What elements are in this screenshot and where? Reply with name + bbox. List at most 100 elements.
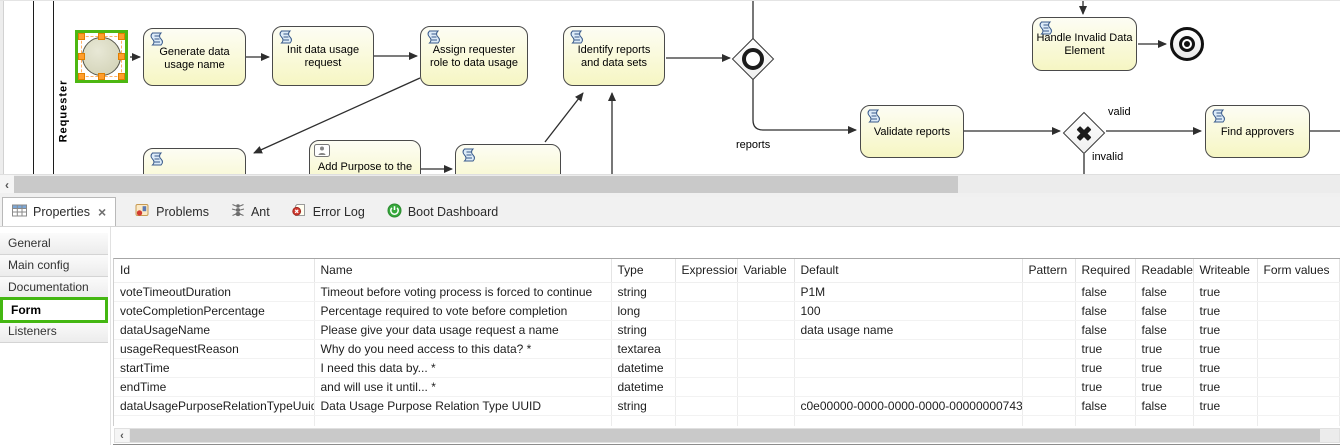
table-horizontal-scrollbar[interactable]: ‹ bbox=[114, 428, 1340, 443]
task-handle-invalid-data[interactable]: Handle Invalid Data Element bbox=[1032, 17, 1137, 71]
cell-form-values bbox=[1257, 301, 1340, 321]
column-header-expression: Expression bbox=[675, 259, 738, 283]
tab-error-log[interactable]: Error Log bbox=[281, 197, 376, 226]
cell-pattern bbox=[1022, 301, 1076, 321]
cell-expression bbox=[675, 282, 738, 302]
scrollbar-thumb[interactable] bbox=[14, 176, 958, 193]
cell-type: long bbox=[611, 301, 676, 321]
view-tabbar: Properties × Problems Ant Error Log bbox=[0, 197, 1340, 227]
task-add-purpose[interactable]: Add Purpose to the bbox=[309, 140, 421, 174]
cell-variable bbox=[737, 282, 795, 302]
resize-handle[interactable] bbox=[78, 52, 85, 60]
task-init-data-usage-request[interactable]: Init data usage request bbox=[272, 26, 374, 86]
cell-expression bbox=[675, 301, 738, 321]
inclusive-gateway[interactable] bbox=[731, 37, 775, 81]
cell-readable: true bbox=[1135, 377, 1194, 397]
cell-default bbox=[794, 339, 1023, 359]
scroll-left-arrow-icon[interactable]: ‹ bbox=[115, 429, 129, 442]
user-task-icon bbox=[314, 144, 330, 161]
task-label: Validate reports bbox=[873, 126, 951, 138]
task-label: Generate data usage name bbox=[159, 46, 230, 71]
tab-properties[interactable]: Properties × bbox=[2, 197, 117, 226]
table-row[interactable]: endTime and will use it until... * datet… bbox=[114, 377, 1340, 397]
cell-expression bbox=[675, 377, 738, 397]
table-row[interactable]: voteCompletionPercentage Percentage requ… bbox=[114, 301, 1340, 321]
properties-sidebar: General Main config Documentation Form L… bbox=[0, 233, 108, 343]
sidebar-item-listeners[interactable]: Listeners bbox=[0, 321, 108, 343]
bpmn-canvas[interactable]: Requester bbox=[0, 1, 1340, 174]
cell-form-values bbox=[1257, 396, 1340, 416]
script-task-icon bbox=[865, 109, 881, 127]
cell-name: Data Usage Purpose Relation Type UUID bbox=[314, 396, 612, 416]
error-log-icon bbox=[292, 203, 307, 220]
cell-name: and will use it until... * bbox=[314, 377, 612, 397]
cell-default bbox=[794, 358, 1023, 378]
task-bottom-right-script[interactable] bbox=[455, 144, 561, 174]
scrollbar-thumb[interactable] bbox=[130, 429, 1320, 442]
start-event-circle[interactable] bbox=[82, 37, 121, 76]
end-event[interactable] bbox=[1170, 27, 1204, 61]
view-sash[interactable] bbox=[0, 193, 1340, 197]
resize-handle[interactable] bbox=[78, 33, 85, 40]
task-validate-reports[interactable]: Validate reports bbox=[860, 105, 964, 158]
cell-type: datetime bbox=[611, 358, 676, 378]
table-row[interactable]: dataUsageName Please give your data usag… bbox=[114, 320, 1340, 340]
table-row[interactable]: voteTimeoutDuration Timeout before votin… bbox=[114, 282, 1340, 302]
end-event-dot bbox=[1184, 41, 1190, 47]
column-header-form-values: Form values bbox=[1257, 259, 1340, 283]
cell-required: false bbox=[1075, 282, 1136, 302]
resize-handle[interactable] bbox=[78, 73, 85, 80]
sidebar-item-general[interactable]: General bbox=[0, 233, 108, 255]
start-event-selected[interactable] bbox=[75, 30, 128, 83]
cell-variable bbox=[737, 358, 795, 378]
cell-required: false bbox=[1075, 301, 1136, 321]
table-row[interactable]: usageRequestReason Why do you need acces… bbox=[114, 339, 1340, 359]
cell-name: Timeout before voting process is forced … bbox=[314, 282, 612, 302]
cell-variable bbox=[737, 396, 795, 416]
task-label: Init data usage request bbox=[286, 44, 360, 69]
cell-variable bbox=[737, 301, 795, 321]
task-assign-requester-role[interactable]: Assign requester role to data usage bbox=[420, 26, 528, 86]
tab-label: Boot Dashboard bbox=[407, 204, 499, 219]
cell-required: true bbox=[1075, 339, 1136, 359]
resize-handle[interactable] bbox=[97, 33, 105, 40]
sidebar-item-documentation[interactable]: Documentation bbox=[0, 277, 108, 299]
task-bottom-left-script[interactable] bbox=[143, 148, 246, 174]
sequence-flows bbox=[130, 1, 1340, 174]
task-identify-reports[interactable]: Identify reports and data sets bbox=[563, 26, 665, 86]
tab-label: Properties bbox=[33, 205, 90, 219]
table-row[interactable]: startTime I need this data by... * datet… bbox=[114, 358, 1340, 378]
cell-id: startTime bbox=[114, 358, 315, 378]
tab-boot-dashboard[interactable]: Boot Dashboard bbox=[376, 197, 509, 226]
cell-expression bbox=[675, 320, 738, 340]
resize-handle[interactable] bbox=[118, 73, 125, 80]
tab-problems[interactable]: Problems bbox=[124, 197, 220, 226]
script-task-icon bbox=[1037, 21, 1053, 39]
cell-writeable: true bbox=[1193, 396, 1258, 416]
table-row[interactable]: dataUsagePurposeRelationTypeUuid Data Us… bbox=[114, 396, 1340, 416]
cell-expression bbox=[675, 396, 738, 416]
cell-writeable: true bbox=[1193, 282, 1258, 302]
column-header-pattern: Pattern bbox=[1022, 259, 1076, 283]
sidebar-item-form[interactable]: Form bbox=[0, 297, 108, 323]
sidebar-separator bbox=[110, 227, 111, 445]
cell-required: true bbox=[1075, 377, 1136, 397]
resize-handle[interactable] bbox=[97, 73, 105, 80]
tab-ant[interactable]: Ant bbox=[220, 197, 281, 226]
cell-pattern bbox=[1022, 358, 1076, 378]
empty-row bbox=[114, 415, 1340, 426]
diagram-horizontal-scrollbar[interactable]: ‹ bbox=[0, 174, 1340, 194]
cell-form-values bbox=[1257, 358, 1340, 378]
close-icon[interactable]: × bbox=[97, 204, 107, 220]
task-find-approvers[interactable]: Find approvers bbox=[1205, 105, 1310, 158]
cell-variable bbox=[737, 339, 795, 359]
sidebar-item-main-config[interactable]: Main config bbox=[0, 255, 108, 277]
task-label: Handle Invalid Data Element bbox=[1036, 32, 1133, 57]
scroll-left-arrow-icon[interactable]: ‹ bbox=[0, 175, 14, 194]
cell-expression bbox=[675, 358, 738, 378]
resize-handle[interactable] bbox=[118, 52, 125, 60]
exclusive-gateway[interactable] bbox=[1062, 111, 1106, 155]
task-generate-data-usage-name[interactable]: Generate data usage name bbox=[143, 28, 246, 86]
task-label: Add Purpose to the bbox=[317, 161, 413, 173]
resize-handle[interactable] bbox=[118, 33, 125, 40]
